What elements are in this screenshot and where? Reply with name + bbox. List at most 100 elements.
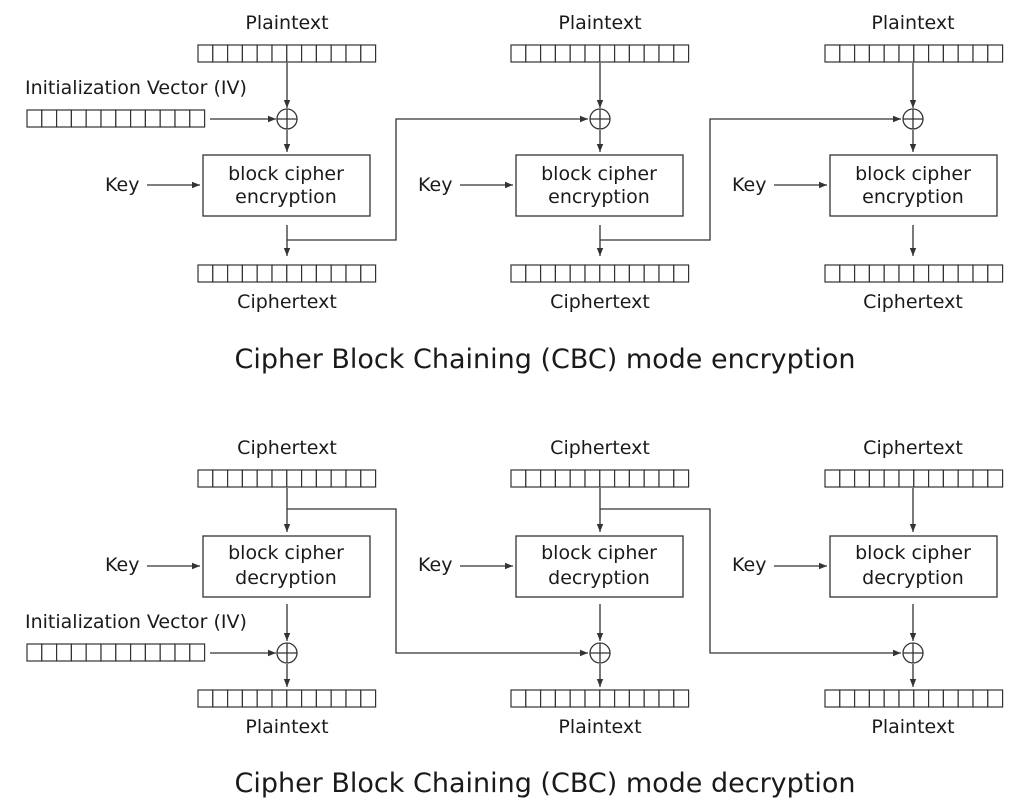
dec-iv-label: Initialization Vector (IV) (25, 611, 247, 633)
enc-plaintext-label: Plaintext (871, 12, 954, 34)
register-cell (315, 469, 332, 488)
register-cell (658, 469, 675, 488)
dec-ciphertext-label: Ciphertext (550, 437, 650, 459)
dec-ciphertext-label: Ciphertext (237, 437, 337, 459)
dec-ciphertext-label: Ciphertext (863, 437, 963, 459)
enc-xor-3 (902, 108, 924, 130)
register-cell (115, 643, 132, 662)
register-cell (174, 643, 191, 662)
register-cell (957, 689, 974, 708)
register-cell (957, 469, 974, 488)
register-cell (972, 264, 989, 283)
decryption-title: Cipher Block Chaining (CBC) mode decrypt… (234, 768, 855, 799)
register-cell (100, 109, 117, 128)
enc-xor-2 (589, 108, 611, 130)
register-cell (868, 689, 885, 708)
register-cell (942, 44, 959, 63)
register-cell (227, 469, 244, 488)
register-cell (256, 469, 273, 488)
register-cell (55, 109, 72, 128)
register-cell (241, 44, 258, 63)
register-cell (197, 44, 214, 63)
register-cell (643, 44, 660, 63)
dec-block-cipher-2 (515, 535, 684, 598)
register-cell (241, 264, 258, 283)
enc-plaintext-register (824, 44, 1004, 63)
dec-block-line2: decryption (862, 567, 964, 589)
register-cell (853, 264, 870, 283)
enc-plaintext-label: Plaintext (558, 12, 641, 34)
enc-key-label: Key (105, 174, 139, 196)
register-cell (584, 44, 601, 63)
register-cell (301, 689, 318, 708)
register-cell (643, 264, 660, 283)
register-cell (554, 689, 571, 708)
register-cell (510, 44, 527, 63)
register-cell (330, 44, 347, 63)
register-cell (212, 44, 229, 63)
register-cell (301, 469, 318, 488)
register-cell (913, 689, 930, 708)
dec-ciphertext-register (824, 469, 1004, 488)
register-cell (839, 264, 856, 283)
register-cell (212, 264, 229, 283)
enc-block-cipher-2 (515, 154, 684, 217)
register-cell (957, 44, 974, 63)
register-cell (197, 264, 214, 283)
register-cell (613, 469, 630, 488)
register-cell (189, 643, 206, 662)
register-cell (868, 469, 885, 488)
dec-block-line2: decryption (548, 567, 650, 589)
register-cell (839, 44, 856, 63)
register-cell (599, 44, 616, 63)
register-cell (539, 44, 556, 63)
register-cell (100, 643, 117, 662)
register-cell (942, 689, 959, 708)
dec-key-label: Key (105, 554, 139, 576)
register-cell (824, 264, 841, 283)
register-cell (26, 643, 43, 662)
dec-plaintext-label: Plaintext (871, 716, 954, 738)
dec-plaintext-register (824, 689, 1004, 708)
decryption-section: Ciphertext block cipher decryption Key I… (25, 437, 1004, 799)
register-cell (286, 469, 303, 488)
register-cell (673, 44, 690, 63)
register-cell (256, 689, 273, 708)
register-cell (658, 689, 675, 708)
dec-ciphertext-register (197, 469, 377, 488)
register-cell (197, 469, 214, 488)
enc-block-line1: block cipher (855, 163, 971, 185)
register-cell (868, 44, 885, 63)
register-cell (85, 109, 102, 128)
register-cell (898, 689, 915, 708)
register-cell (315, 689, 332, 708)
register-cell (898, 469, 915, 488)
register-cell (643, 469, 660, 488)
dec-plaintext-register (510, 689, 690, 708)
register-cell (227, 689, 244, 708)
enc-block-line1: block cipher (228, 163, 344, 185)
register-cell (898, 264, 915, 283)
register-cell (330, 469, 347, 488)
dec-block-line1: block cipher (541, 542, 657, 564)
register-cell (286, 689, 303, 708)
dec-key-label: Key (418, 554, 452, 576)
register-cell (26, 109, 43, 128)
register-cell (227, 44, 244, 63)
register-cell (70, 643, 87, 662)
register-cell (41, 643, 58, 662)
register-cell (658, 264, 675, 283)
register-cell (957, 264, 974, 283)
register-cell (673, 264, 690, 283)
dec-stage-3: Ciphertext block cipher decryption Key P… (732, 437, 1004, 738)
dec-block-line1: block cipher (228, 542, 344, 564)
dec-block-cipher-3 (829, 535, 998, 598)
register-cell (539, 264, 556, 283)
register-cell (539, 689, 556, 708)
register-cell (643, 689, 660, 708)
register-cell (599, 264, 616, 283)
register-cell (144, 109, 161, 128)
register-cell (927, 264, 944, 283)
register-cell (613, 264, 630, 283)
